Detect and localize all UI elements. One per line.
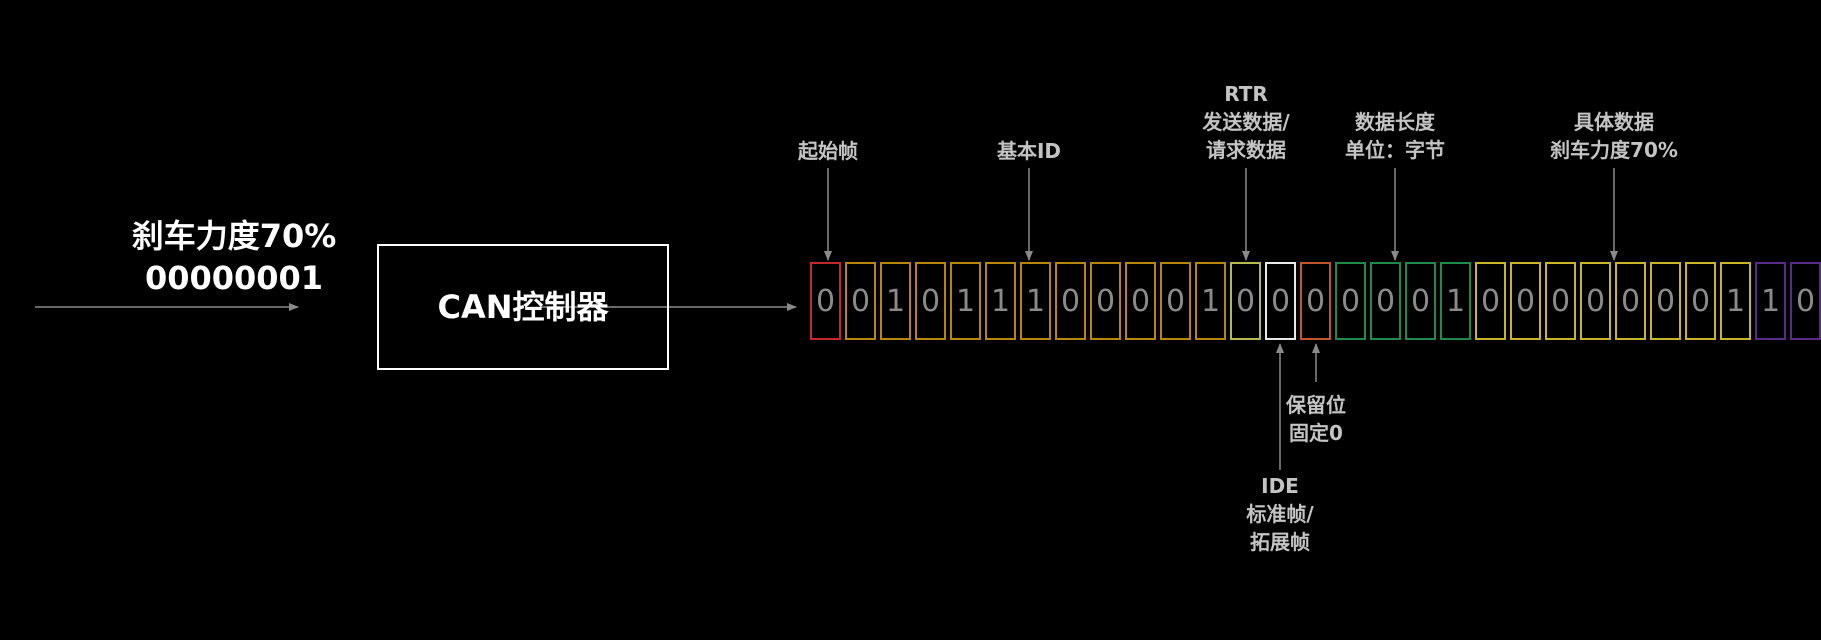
rtr-label: RTR 发送数据/ 请求数据 xyxy=(1202,80,1289,164)
bit-cell: 1 xyxy=(1755,262,1786,340)
rtr-label-line: 发送数据/ xyxy=(1202,110,1290,134)
input-bits: 00000001 xyxy=(144,259,324,297)
bit-cell: 0 xyxy=(915,262,946,340)
bit-cell: 0 xyxy=(810,262,841,340)
bit-cell: 1 xyxy=(1195,262,1226,340)
dlc-label: 数据长度 单位：字节 xyxy=(1345,108,1445,164)
bit-cell: 0 xyxy=(1370,262,1401,340)
data-field-label: 具体数据 刹车力度70% xyxy=(1550,108,1678,164)
bit-cell: 0 xyxy=(1160,262,1191,340)
bit-cell: 0 xyxy=(1405,262,1436,340)
bit-cell: 0 xyxy=(1685,262,1716,340)
ide-label-line: 拓展帧 xyxy=(1250,530,1310,554)
bit-cell: 1 xyxy=(985,262,1016,340)
sof-label: 起始帧 xyxy=(798,137,858,165)
bit-cell: 0 xyxy=(845,262,876,340)
reserved-label-line: 保留位 xyxy=(1286,393,1346,417)
ide-label-line: 标准帧/ xyxy=(1246,502,1314,526)
dlc-label-line: 数据长度 xyxy=(1355,110,1435,134)
bit-cell: 1 xyxy=(1440,262,1471,340)
bit-cell: 1 xyxy=(1020,262,1051,340)
data-field-label-line: 具体数据 xyxy=(1574,110,1654,134)
sof-label-line: 起始帧 xyxy=(798,139,858,163)
bit-cell: 1 xyxy=(950,262,981,340)
bit-cell: 0 xyxy=(1650,262,1681,340)
bit-cell: 0 xyxy=(1300,262,1331,340)
bit-cell: 0 xyxy=(1090,262,1121,340)
bit-cell: 0 xyxy=(1230,262,1261,340)
can-controller-label: CAN控制器 xyxy=(437,288,609,326)
input-label: 刹车力度70% xyxy=(131,217,337,255)
bit-cell: 0 xyxy=(1580,262,1611,340)
base-id-label-line: 基本ID xyxy=(996,139,1062,163)
bit-cell: 0 xyxy=(1125,262,1156,340)
ide-label: IDE 标准帧/ 拓展帧 xyxy=(1246,472,1313,556)
rtr-label-line: RTR xyxy=(1224,82,1268,106)
bit-cell: 0 xyxy=(1335,262,1366,340)
rtr-label-line: 请求数据 xyxy=(1206,138,1286,162)
bit-cell: 0 xyxy=(1545,262,1576,340)
bit-cell: 0 xyxy=(1475,262,1506,340)
bit-cell: 0 xyxy=(1510,262,1541,340)
dlc-label-line: 单位：字节 xyxy=(1345,138,1445,162)
bit-cell: 0 xyxy=(1265,262,1296,340)
ide-label-line: IDE xyxy=(1261,474,1299,498)
reserved-label-line: 固定0 xyxy=(1289,421,1343,445)
bit-cell: 1 xyxy=(880,262,911,340)
base-id-label: 基本ID xyxy=(997,137,1061,165)
arrow-layer xyxy=(35,168,1618,470)
data-field-label-line: 刹车力度70% xyxy=(1550,138,1678,162)
bit-cell: 0 xyxy=(1790,262,1821,340)
reserved-label: 保留位 固定0 xyxy=(1286,391,1346,447)
bit-cell: 1 xyxy=(1720,262,1751,340)
bit-cell: 0 xyxy=(1055,262,1086,340)
can-controller-box: CAN控制器 xyxy=(377,244,669,370)
bit-cell: 0 xyxy=(1615,262,1646,340)
